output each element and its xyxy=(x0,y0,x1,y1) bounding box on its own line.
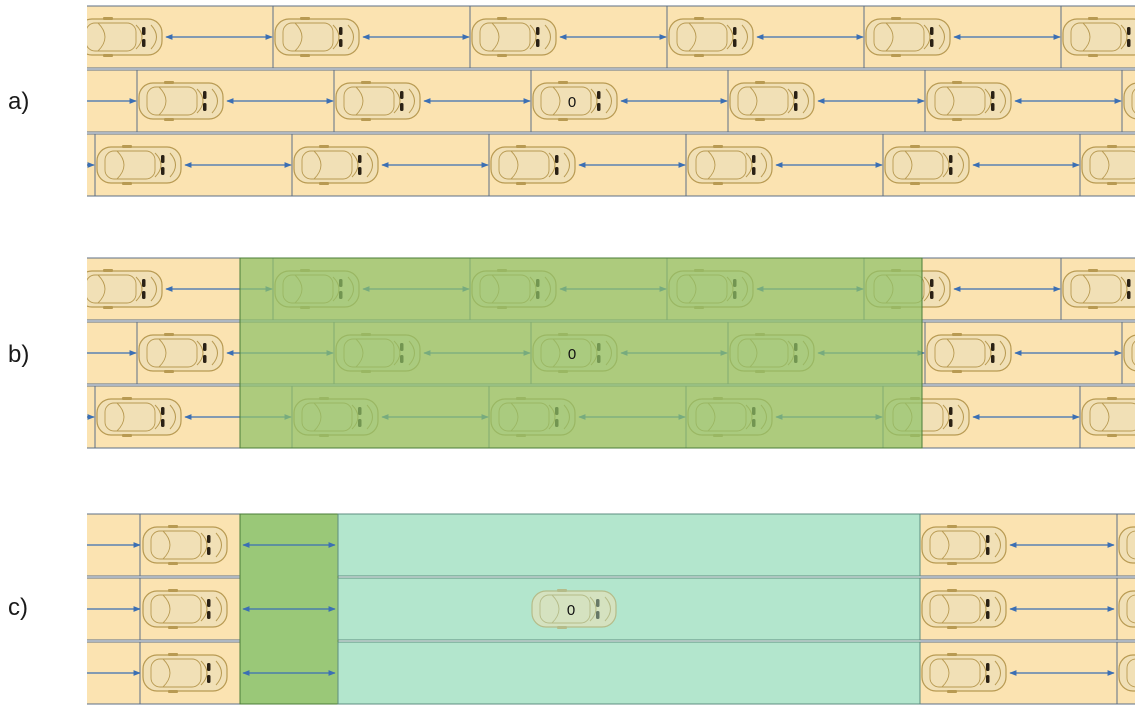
panel-a-lane1-car xyxy=(275,17,359,57)
panel-a-lane1-car xyxy=(866,17,950,57)
panel-b-lane2-car xyxy=(139,333,223,373)
panel-a-lane1-car xyxy=(78,17,162,57)
panel-a-lane3-car xyxy=(97,145,181,185)
panel-a: 0 xyxy=(0,6,1135,196)
panel-b-lane3-car xyxy=(1082,397,1135,437)
panel-b-lane1-car xyxy=(1063,269,1135,309)
panel-a-lane1-car xyxy=(669,17,753,57)
panel-a-lane2-car xyxy=(139,81,223,121)
panel-a-lane2-car xyxy=(730,81,814,121)
free-space-lane xyxy=(338,514,920,576)
panel-c-car xyxy=(143,653,227,693)
panel-a-lane3-car xyxy=(1082,145,1135,185)
panel-b-lane3-cell xyxy=(0,386,95,448)
free-space-lane xyxy=(338,578,920,640)
ego-car-label: 0 xyxy=(567,602,575,619)
panel-label-b: b) xyxy=(8,341,29,368)
panel-a-lane3-car xyxy=(491,145,575,185)
panel-a-lane3-car xyxy=(688,145,772,185)
panel-b: 0 xyxy=(0,258,1135,448)
panel-c-car xyxy=(922,589,1006,629)
panel-b-lane2-car xyxy=(927,333,1011,373)
ego-car-label: 0 xyxy=(568,94,576,111)
panel-b-lane3-car xyxy=(97,397,181,437)
panel-a-lane3-cell xyxy=(0,134,95,196)
panel-c-car xyxy=(922,525,1006,565)
ego-car-label: 0 xyxy=(568,346,576,363)
panel-a-lane2-car xyxy=(927,81,1011,121)
free-space-lane xyxy=(338,642,920,704)
panel-a-lane2-car xyxy=(336,81,420,121)
panel-c-car xyxy=(922,653,1006,693)
panel-a-lane3-car xyxy=(885,145,969,185)
neighborhood-region xyxy=(240,258,922,448)
panel-label-c: c) xyxy=(8,594,28,621)
panel-label-a: a) xyxy=(8,88,29,115)
panel-c-car xyxy=(143,589,227,629)
panel-a-lane1-car xyxy=(472,17,556,57)
panel-c: 0 xyxy=(40,514,1135,704)
panel-a-lane3-car xyxy=(294,145,378,185)
panel-b-lane1-car xyxy=(78,269,162,309)
panel-a-lane1-car xyxy=(1063,17,1135,57)
panel-c-car xyxy=(143,525,227,565)
